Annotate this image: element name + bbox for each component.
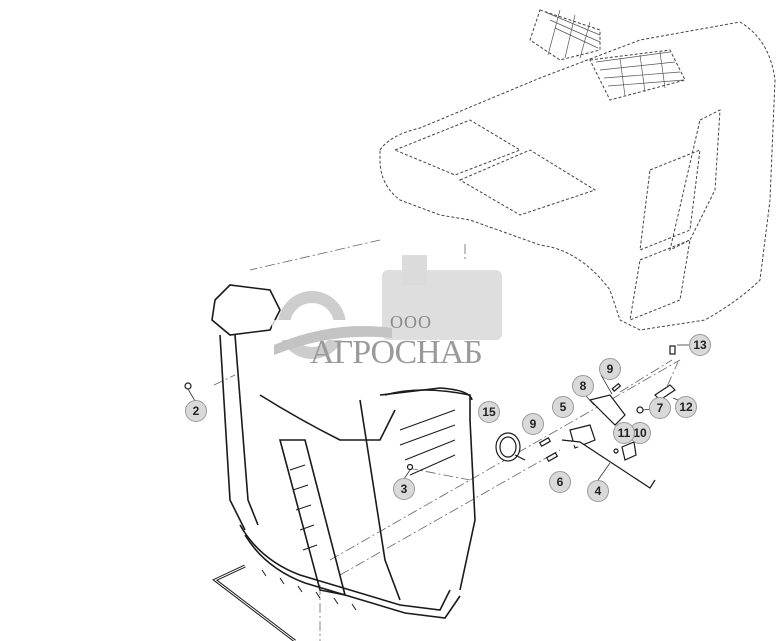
callout-12: 12 — [675, 396, 697, 418]
callout-9-lower: 9 — [522, 413, 544, 435]
callout-7: 7 — [649, 397, 671, 419]
callout-15: 15 — [478, 401, 500, 423]
callout-5: 5 — [552, 396, 574, 418]
small-parts — [184, 345, 676, 489]
callout-13: 13 — [689, 334, 711, 356]
callout-2: 2 — [185, 400, 207, 422]
callout-11: 11 — [613, 422, 635, 444]
grille-frame — [211, 284, 476, 619]
grille-slats — [261, 409, 456, 611]
hood-vent-grids — [544, 9, 685, 97]
callout-4: 4 — [587, 480, 609, 502]
callout-10: 10 — [629, 422, 651, 444]
callout-9-upper: 9 — [599, 358, 621, 380]
callout-6: 6 — [549, 471, 571, 493]
seal-strip — [212, 564, 296, 641]
callout-3: 3 — [393, 478, 415, 500]
hood-outline — [379, 9, 776, 331]
callout-8: 8 — [572, 375, 594, 397]
